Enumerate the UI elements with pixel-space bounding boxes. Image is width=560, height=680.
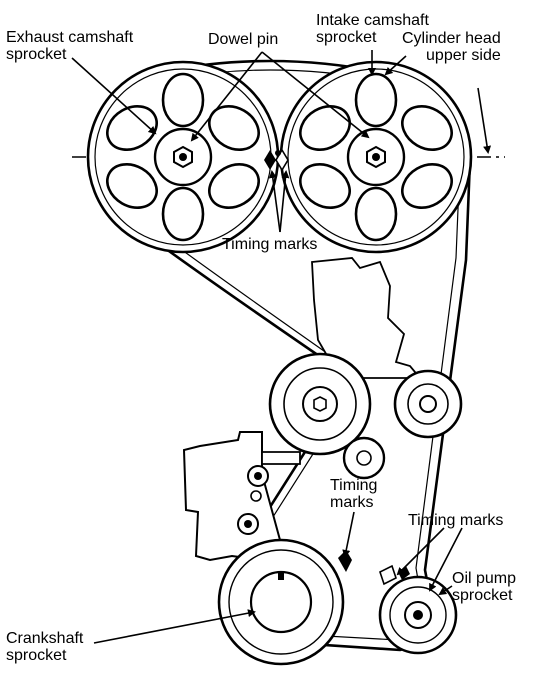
exhaust-label-line1: Exhaust camshaft [6, 29, 134, 46]
dowel-pin-label: Dowel pin [208, 31, 279, 48]
lower-timing-marks [338, 550, 410, 586]
crankshaft-sprocket-label: Crankshaft sprocket [6, 630, 83, 664]
exhaust-label-line2: sprocket [6, 46, 67, 63]
crankshaft-label-line2: sprocket [6, 647, 67, 664]
intake-camshaft-sprocket-label: Intake camshaft sprocket [316, 12, 429, 46]
oil-pump-sprocket [378, 575, 458, 655]
cylinder-head-label: Cylinder head upper side [402, 30, 501, 64]
oil-pump-sprocket-label: Oil pump sprocket [452, 570, 516, 604]
tensioner-pulley [268, 352, 372, 456]
crankshaft-label-line1: Crankshaft [6, 630, 84, 647]
intake-label-line1: Intake camshaft [316, 12, 429, 29]
oil-pump-label-line1: Oil pump [452, 570, 517, 587]
timing-marks-right-label: Timing marks [408, 512, 504, 529]
leader-lines [71, 50, 492, 644]
tensioner-bolts [237, 465, 269, 535]
crankshaft-sprocket [217, 538, 345, 666]
intake-camshaft-sprocket [279, 60, 473, 254]
small-idler [342, 436, 386, 480]
timing-marks-mid-label: Timing marks [330, 477, 377, 511]
cam-timing-marks [264, 148, 289, 172]
idler-pulley [393, 369, 463, 439]
tensioner-arm [261, 451, 301, 465]
cylinder-head-label-line2: upper side [426, 47, 501, 64]
timing-marks-mid-line1: Timing [330, 477, 378, 494]
exhaust-camshaft-sprocket-label: Exhaust camshaft sprocket [6, 29, 133, 63]
oil-pump-label-line2: sprocket [452, 587, 513, 604]
intake-label-line2: sprocket [316, 29, 377, 46]
engine-bracket [311, 257, 422, 379]
cylinder-head-label-line1: Cylinder head [402, 30, 501, 47]
timing-marks-top-label: Timing marks [222, 236, 318, 253]
exhaust-camshaft-sprocket [86, 60, 280, 254]
timing-marks-mid-line2: marks [330, 494, 374, 511]
